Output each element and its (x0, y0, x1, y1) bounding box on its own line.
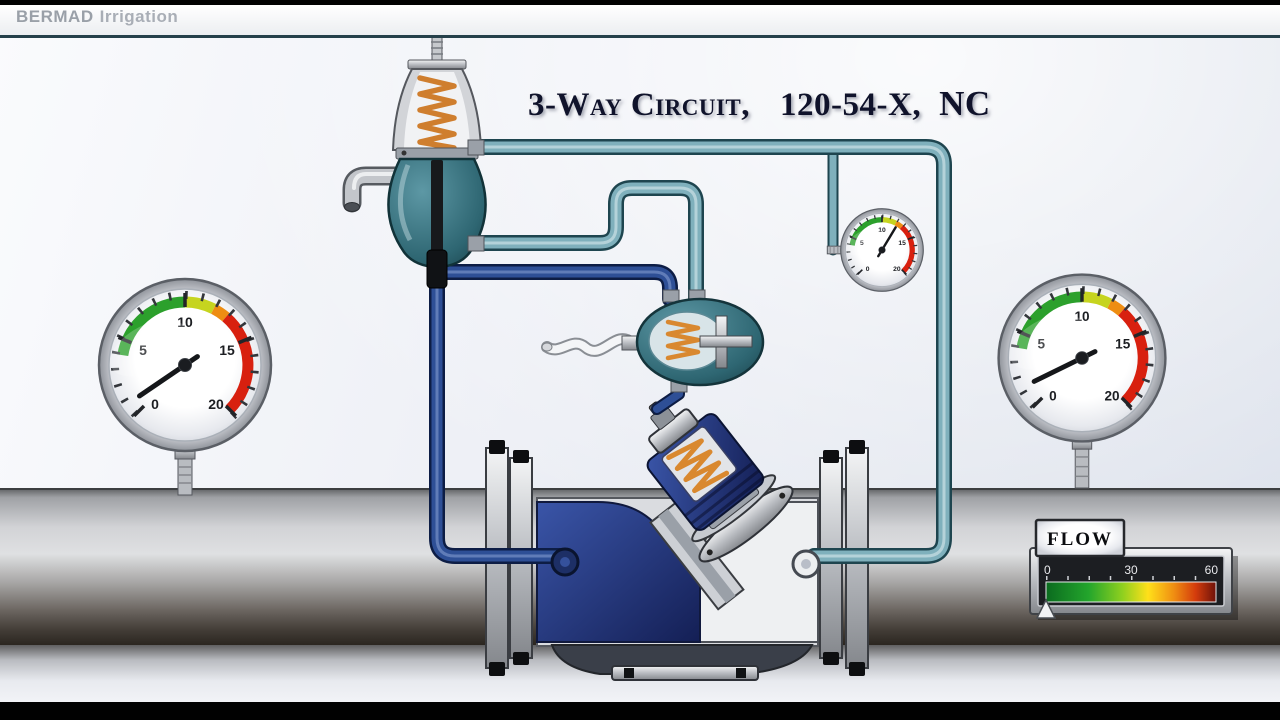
bolt (823, 652, 839, 665)
gauge-control (826, 209, 923, 292)
brand: BERMAD Irrigation (16, 7, 178, 27)
gauge-downstream (999, 275, 1166, 489)
valve-upstream-chamber (536, 501, 701, 643)
pilot-fitting (467, 235, 485, 252)
bolt (849, 440, 865, 454)
flow-gradient-bar (1045, 581, 1217, 603)
header-underline (0, 35, 1280, 38)
pilot-stem-plug (426, 249, 448, 289)
flow-tick-0: 0 (1044, 563, 1051, 577)
pilot-fitting (467, 139, 485, 156)
flow-label: FLOW (1047, 529, 1113, 550)
title-model: 120-54-X, (780, 87, 922, 123)
flow-label-plate (1034, 518, 1126, 558)
bolt (513, 652, 529, 665)
gauge-upstream (99, 279, 271, 496)
bolt (823, 450, 839, 463)
flow-tick-60: 60 (1205, 563, 1219, 577)
valve-bottom-flange (611, 665, 759, 681)
spring-cover-plate (407, 59, 467, 70)
header-band (0, 5, 1280, 35)
bolt (489, 662, 505, 676)
flow-pointer (1035, 598, 1057, 619)
flow-tick-30: 30 (1124, 563, 1138, 577)
port-downstream (791, 549, 821, 579)
valve-bonnet (646, 401, 794, 563)
brand-secondary: Irrigation (99, 7, 179, 26)
solenoid-port (662, 289, 680, 303)
solenoid-pilot-valve (541, 289, 765, 393)
flow-meter: 0 30 60 FLOW (1029, 518, 1238, 620)
letterbox-bottom (0, 702, 1280, 720)
port-upstream (550, 547, 580, 577)
solenoid-spring (665, 319, 701, 361)
diagram-title: 3-Way Circuit, 120-54-X, NC (528, 84, 991, 124)
bolt (624, 668, 634, 678)
bolt (736, 668, 746, 678)
main-valve (536, 401, 819, 681)
letterbox-top (0, 0, 1280, 5)
valve-spring (666, 438, 730, 494)
pilot-stem (431, 160, 443, 256)
brand-primary: BERMAD (16, 7, 94, 26)
title-circuit: 3-Way Circuit, (528, 87, 751, 123)
bolt (849, 662, 865, 676)
title-valve-state: NC (939, 84, 991, 123)
bolt (489, 440, 505, 454)
pilot-flange (395, 147, 479, 160)
bolt (513, 450, 529, 463)
pilot-valve (342, 11, 487, 289)
pilot-spring (417, 75, 457, 151)
solenoid-cross-fitting (699, 315, 753, 369)
